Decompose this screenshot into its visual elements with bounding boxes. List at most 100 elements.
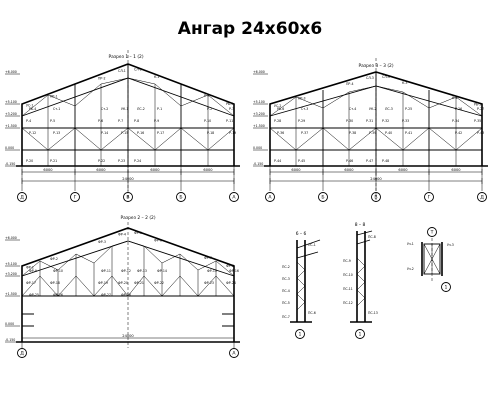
s33-member-label: Р-25 bbox=[405, 107, 412, 111]
s22-member-label: ФР-19 bbox=[98, 281, 108, 285]
s22-member-label: ФР-25 bbox=[29, 293, 39, 297]
s33-member-label: Р-42 bbox=[455, 131, 462, 135]
s11-member-label: Р-7 bbox=[118, 119, 123, 123]
s11-member-label: Р-9 bbox=[154, 119, 159, 123]
s33-member-label: Р-31 bbox=[366, 119, 373, 123]
s11-member-label: Р-12 bbox=[29, 131, 36, 135]
s33-member-label: Р-36 bbox=[277, 131, 284, 135]
detail-8-8-caption: 8 – 8 bbox=[355, 222, 366, 228]
s22-member-label: ФР-27 bbox=[101, 293, 111, 297]
s33-member-label: СЛ-3 bbox=[366, 76, 374, 80]
section-2-2-elev-zero: 0.000 bbox=[5, 322, 14, 326]
section-1-1-caption: Разрез 1 – 1 (2) bbox=[108, 54, 143, 60]
section-3-3-axis-4: Г bbox=[428, 195, 431, 201]
d6-member-label: ПС-1 bbox=[308, 243, 316, 247]
s22-member-label: ФР-3 bbox=[98, 240, 106, 244]
section-3-3-dim-bay-2: 6000 bbox=[344, 168, 354, 172]
section-1-1-dim-bay-2: 6000 bbox=[96, 168, 106, 172]
detail-node-axis-top: Т bbox=[430, 230, 434, 236]
section-2-2-elev-eave: +5.100 bbox=[5, 262, 17, 266]
section-1-1-dim-bay-3: 6000 bbox=[150, 168, 160, 172]
s33-member-label: Р-41 bbox=[405, 131, 412, 135]
s22-member-label: ФР-7 bbox=[204, 256, 212, 260]
s11-member-label: Р-3 bbox=[229, 107, 234, 111]
section-3-3-dim-total: 24000 bbox=[370, 177, 382, 181]
s33-member-label: Р-32 bbox=[382, 119, 389, 123]
section-3-3-axes: А Б В Г Д bbox=[265, 192, 487, 202]
s33-member-label: Р-46 bbox=[346, 159, 353, 163]
s11-member-label: Р-4 bbox=[26, 119, 31, 123]
s22-member-label: ФР-22 bbox=[154, 281, 164, 285]
s11-member-label: Р-23 bbox=[118, 159, 125, 163]
s22-member-label: ФР-12 bbox=[121, 269, 131, 273]
s22-member-label: ФР-9 bbox=[29, 269, 37, 273]
s33-member-label: РБ-5 bbox=[474, 103, 481, 107]
d6-member-label: ПС-2 bbox=[282, 265, 290, 269]
section-1-1: Разрез 1 – 1 (2) +6.000 +5.100 +3.200 +1… bbox=[5, 50, 240, 202]
section-1-1-elev-zero: 0.000 bbox=[5, 146, 14, 150]
section-2-2-axes: Д А bbox=[17, 348, 239, 358]
s11-member-label: СЛ-1 bbox=[118, 69, 126, 73]
d8-member-label: ПС-9 bbox=[343, 259, 351, 263]
s11-member-label: Р-6 bbox=[98, 119, 103, 123]
detail-6-6-member-labels: ПС-1ПС-2ПС-3ПС-4ПС-5ПС-6ПС-7 bbox=[282, 243, 316, 319]
s33-member-label: ПР-3 bbox=[298, 97, 306, 101]
s33-member-label: Р-37 bbox=[301, 131, 308, 135]
s22-member-label: ФР-10 bbox=[53, 269, 63, 273]
s22-member-label: ФР-20 bbox=[118, 281, 128, 285]
node-member-label: Уз-2 bbox=[407, 267, 414, 271]
section-3-3-dimensions: 6000 6000 6000 6000 24000 bbox=[291, 168, 461, 181]
s33-member-label: Р-39 bbox=[369, 131, 376, 135]
s11-member-label: ЛС-2 bbox=[137, 107, 145, 111]
s11-member-label: Р-8 bbox=[134, 119, 139, 123]
s33-member-label: РБ-6 bbox=[277, 107, 284, 111]
s33-member-label: К-4 bbox=[452, 96, 457, 100]
section-3-3-dim-bay-1: 6000 bbox=[291, 168, 301, 172]
section-3-3-axis-3: В bbox=[374, 195, 377, 201]
detail-node: Т 1 Уз-1Уз-2Уз-3 bbox=[407, 227, 454, 292]
s33-member-label: Р-38 bbox=[349, 131, 356, 135]
d6-member-label: ПС-5 bbox=[282, 301, 290, 305]
s22-member-label: ФР-24 bbox=[226, 281, 236, 285]
section-2-2-elev-top: +6.000 bbox=[5, 236, 17, 240]
section-2-2-elev-base: -0.150 bbox=[5, 338, 15, 342]
section-1-1-dim-bay-1: 6000 bbox=[43, 168, 53, 172]
sheet-title: Ангар 24х60х6 bbox=[178, 19, 322, 39]
section-2-2-frame bbox=[16, 222, 240, 348]
s33-member-label: Р-48 bbox=[382, 159, 389, 163]
s33-member-label: Ст-4 bbox=[349, 107, 356, 111]
section-1-1-elev-low: +1.500 bbox=[5, 124, 17, 128]
d8-member-label: ПС-12 bbox=[343, 301, 353, 305]
detail-8-8-axis: 1 bbox=[359, 332, 362, 338]
s11-member-label: Р-13 bbox=[53, 131, 60, 135]
section-3-3-elev-top: +6.000 bbox=[253, 70, 265, 74]
s11-member-label: Р-21 bbox=[50, 159, 57, 163]
s11-member-label: УС-1 bbox=[26, 103, 33, 107]
s22-member-label: ФР-23 bbox=[204, 281, 214, 285]
section-2-2-axis-2: А bbox=[232, 351, 236, 357]
s33-member-label: УС-2 bbox=[274, 104, 281, 108]
s11-member-label: Ст-1 bbox=[53, 107, 60, 111]
s33-member-label: ЛС-3 bbox=[385, 107, 393, 111]
section-2-2: Разрез 2 – 2 (2) +6.000 +5.100 +3.200 +1… bbox=[5, 215, 240, 358]
section-3-3-axis-5: Д bbox=[480, 195, 484, 201]
s22-member-label: ФР-11 bbox=[101, 269, 111, 273]
s33-member-label: Р-27 bbox=[477, 107, 484, 111]
d8-member-label: ПС-10 bbox=[343, 273, 353, 277]
s22-member-label: ФР-28 bbox=[121, 293, 131, 297]
s11-member-label: СЛ-2 bbox=[134, 67, 142, 71]
section-2-2-elevations: +6.000 +5.100 +3.200 +1.500 0.000 -0.150 bbox=[5, 236, 20, 343]
section-3-3: Разрез 3 – 3 (2) +6.000 +5.100 +3.200 +1… bbox=[253, 58, 488, 202]
section-1-1-elev-eave: +5.100 bbox=[5, 100, 17, 104]
s11-member-label: Р-14 bbox=[101, 131, 108, 135]
s33-member-label: Ст-3 bbox=[301, 107, 308, 111]
section-3-3-elev-mid: +3.200 bbox=[253, 112, 265, 116]
s11-member-label: Р-11 bbox=[226, 119, 233, 123]
s22-member-label: ФР-2 bbox=[50, 257, 58, 261]
s11-member-label: УК-1 bbox=[121, 107, 128, 111]
s11-member-label: Р-10 bbox=[204, 119, 211, 123]
section-1-1-dimensions: 6000 6000 6000 6000 24000 bbox=[43, 168, 213, 181]
section-1-1-elev-base: -0.150 bbox=[5, 162, 15, 166]
s11-member-label: Р-1 bbox=[157, 107, 162, 111]
